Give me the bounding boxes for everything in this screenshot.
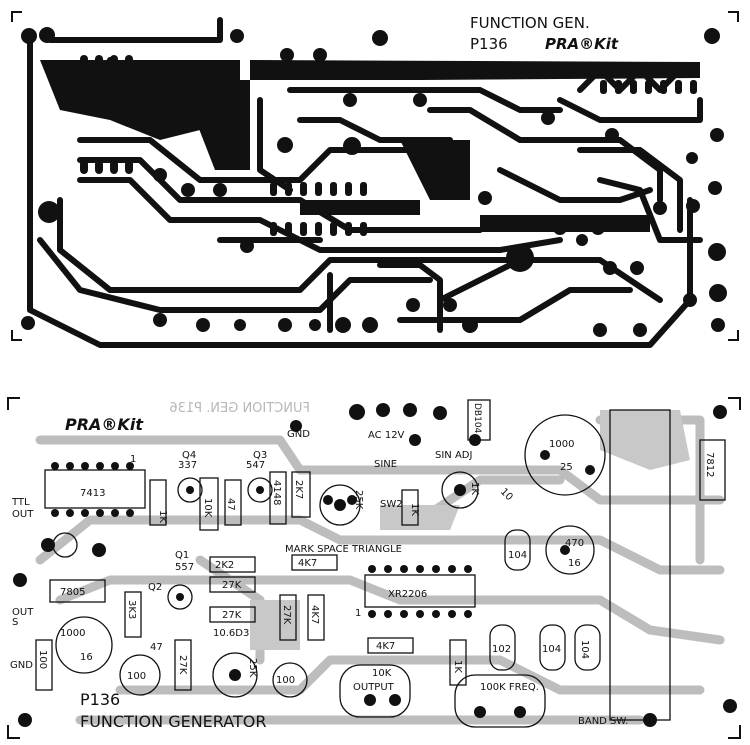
label-ac: AC 12V [368, 430, 405, 441]
label-r1kb: 1K [409, 503, 420, 516]
label-s: S [12, 617, 18, 628]
label-ttl: TTL [11, 497, 30, 508]
top-title-line2: P136 [470, 35, 508, 53]
label-c104b: 104 [579, 640, 590, 659]
bottom-component-board: FUNCTION GEN. P136 [7, 395, 743, 740]
ic-pads-top [80, 55, 697, 236]
label-ic1-pin1: 1 [130, 454, 136, 465]
label-c47: 47 [150, 642, 163, 653]
label-r100: 100 [37, 650, 48, 669]
label-c100: 100 [127, 671, 146, 682]
label-out1: OUT [12, 509, 34, 520]
label-c100b: 100 [276, 675, 295, 686]
top-title-line1: FUNCTION GEN. [470, 14, 590, 32]
label-out2: OUT [12, 607, 34, 618]
label-r27kv2: 27K [281, 605, 292, 625]
label-output: OUTPUT [353, 682, 395, 693]
mirrored-ghost-text: FUNCTION GEN. P136 [169, 401, 310, 416]
label-r3k3: 3K3 [126, 600, 137, 619]
label-c104c: 104 [508, 550, 527, 561]
svg-text:FUNCTION GEN. P136: FUNCTION GEN. P136 [169, 401, 310, 416]
label-r47: 47 [225, 498, 236, 511]
shadow-fills [250, 410, 690, 650]
label-reg-7812: 7812 [704, 452, 715, 477]
label-gnd-top: GND [287, 429, 310, 440]
label-r27kv: 27K [177, 655, 188, 675]
label-r10k: 10K [202, 498, 213, 518]
corner-marks-bottom [7, 397, 741, 739]
label-q2: Q2 [148, 582, 162, 593]
label-q4-value: 337 [178, 460, 197, 471]
bottom-title-line2: FUNCTION GENERATOR [80, 712, 266, 731]
label-c104: 104 [542, 644, 561, 655]
label-sine: SINE [374, 459, 397, 470]
label-r27k: 27K [222, 580, 242, 591]
label-sin-adj: SIN ADJ [435, 450, 472, 461]
top-copper-board: FUNCTION GEN. P136 PRA®Kit [10, 10, 740, 348]
corner-marks [11, 11, 739, 341]
label-mark-space: MARK SPACE TRIANGLE [285, 544, 402, 555]
component-pads [13, 403, 737, 727]
label-r4k7v: 4K7 [309, 605, 320, 624]
label-c470-v: 16 [568, 558, 581, 569]
label-r1k: 1K [157, 510, 168, 523]
label-r1k2: 1K [469, 482, 480, 495]
label-c1000a: 1000 [549, 439, 574, 450]
label-pot-10k: 10K [372, 668, 392, 679]
copper-pads [21, 27, 727, 337]
bottom-title-line1: P136 [80, 690, 120, 709]
label-band-sw: BAND SW. [578, 716, 628, 727]
label-q1-value: 557 [175, 562, 194, 573]
label-db104: DB104 [472, 403, 482, 434]
label-ic-7413: 7413 [80, 488, 105, 499]
label-q3-value: 547 [246, 460, 265, 471]
label-c10: 10.6D3 [213, 628, 249, 639]
label-r2k2: 2K2 [215, 560, 234, 571]
label-c470: 470 [565, 538, 584, 549]
label-r27k2: 27K [222, 610, 242, 621]
top-brand-logo: PRA®Kit [545, 35, 619, 53]
label-c1000b-v: 16 [80, 652, 93, 663]
label-pin1: 1 [355, 608, 361, 619]
label-reg-7805: 7805 [60, 587, 85, 598]
label-r2k7: 2K7 [293, 480, 304, 499]
label-d4148: 4148 [271, 480, 282, 505]
label-r4k7: 4K7 [298, 558, 317, 569]
bottom-brand-logo: PRA®Kit [65, 415, 144, 434]
label-q3: Q3 [253, 450, 267, 461]
label-r4k7b: 4K7 [376, 641, 395, 652]
label-sw2: SW2 [380, 499, 403, 510]
label-c1000a-v: 25 [560, 462, 573, 473]
label-r1kc: 1K [452, 660, 463, 673]
label-freq: 100K FREQ. [480, 682, 539, 693]
label-gnd-bottom: GND [10, 660, 33, 671]
label-c1000b: 1000 [60, 628, 85, 639]
component-outlines [35, 399, 726, 728]
label-r25k: 25K [353, 490, 364, 510]
label-q1: Q1 [175, 550, 189, 561]
silkscreen-labels: PRA®Kit GND AC 12V DB104 SINE SIN ADJ SW… [10, 403, 715, 731]
label-c102: 102 [492, 644, 511, 655]
label-q4: Q4 [182, 450, 196, 461]
label-ic-xr2206: XR2206 [388, 589, 427, 600]
label-r25kc: 25K [247, 658, 258, 678]
